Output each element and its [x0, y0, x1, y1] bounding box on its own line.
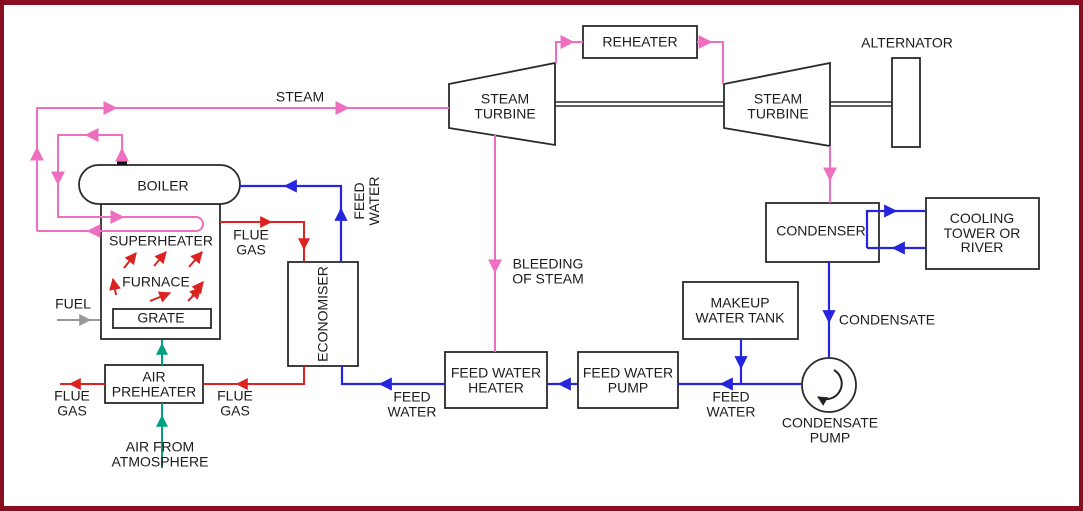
cooling-tower-label: COOLING TOWER OR RIVER — [943, 210, 1021, 256]
reheater-box — [582, 25, 698, 59]
boiler-vent-square — [117, 158, 127, 165]
furnace-flame-arrows-icon — [109, 251, 204, 303]
alternator-box — [891, 57, 921, 148]
economiser-box — [287, 261, 359, 367]
boiler-shape — [78, 164, 241, 205]
air-from-atmosphere-label: AIR FROM ATMOSPHERE — [111, 438, 209, 469]
feed-water-pump-box — [577, 351, 679, 409]
steam-line-label: STEAM — [275, 88, 325, 105]
steam-turbine-1-label: STEAM TURBINE — [474, 90, 536, 121]
grate-label: GRATE — [137, 309, 185, 326]
grate-box — [112, 308, 212, 329]
furnace-label: FURNACE — [122, 273, 190, 290]
flue-gas-boiler-label: FLUE GAS — [233, 226, 269, 257]
economiser-label: ECONOMISER — [314, 266, 331, 362]
condenser-label: CONDENSER — [776, 222, 866, 239]
bleeding-of-steam-label: BLEEDING OF STEAM — [512, 255, 584, 286]
flue-gas-line-group — [60, 216, 310, 390]
cooling-water-loop — [865, 204, 926, 255]
flue-gas-exit-label: FLUE GAS — [54, 387, 90, 418]
makeup-water-tank-box — [682, 281, 799, 340]
steam-turbine-1-shape — [448, 61, 556, 147]
air-preheater-label: AIR PREHEATER — [111, 368, 197, 399]
reheater-label: REHEATER — [602, 33, 678, 50]
feed-water-pump-label: FEED WATER PUMP — [582, 364, 674, 395]
feed-water-heater-label: FEED WATER HEATER — [450, 364, 542, 395]
superheater-label: SUPERHEATER — [109, 232, 213, 249]
condensate-label: CONDENSATE — [838, 311, 936, 328]
fuel-label: FUEL — [55, 295, 91, 312]
cooling-tower-box — [925, 197, 1040, 270]
feed-water-pump-line-label: FEED WATER — [706, 388, 756, 419]
boiler-label: BOILER — [137, 177, 189, 194]
pump-impeller-swirl-icon — [817, 369, 843, 406]
feed-water-line-group — [240, 179, 836, 391]
steam-line-group — [30, 35, 837, 352]
air-preheater-box — [104, 364, 204, 404]
condensate-pump-label: CONDENSATE PUMP — [781, 414, 879, 445]
condenser-box — [765, 202, 880, 263]
turbine-shafts — [555, 101, 892, 107]
makeup-water-tank-label: MAKEUP WATER TANK — [695, 294, 785, 325]
condensate-pump-shape — [801, 357, 857, 413]
feed-water-economiser-label: FEED WATER — [387, 388, 437, 419]
feed-water-heater-box — [444, 351, 548, 409]
feed-water-boiler-label: FEED WATER — [351, 176, 382, 226]
flue-gas-economiser-label: FLUE GAS — [217, 387, 253, 418]
alternator-label: ALTERNATOR — [861, 34, 953, 51]
steam-turbine-2-label: STEAM TURBINE — [747, 90, 809, 121]
